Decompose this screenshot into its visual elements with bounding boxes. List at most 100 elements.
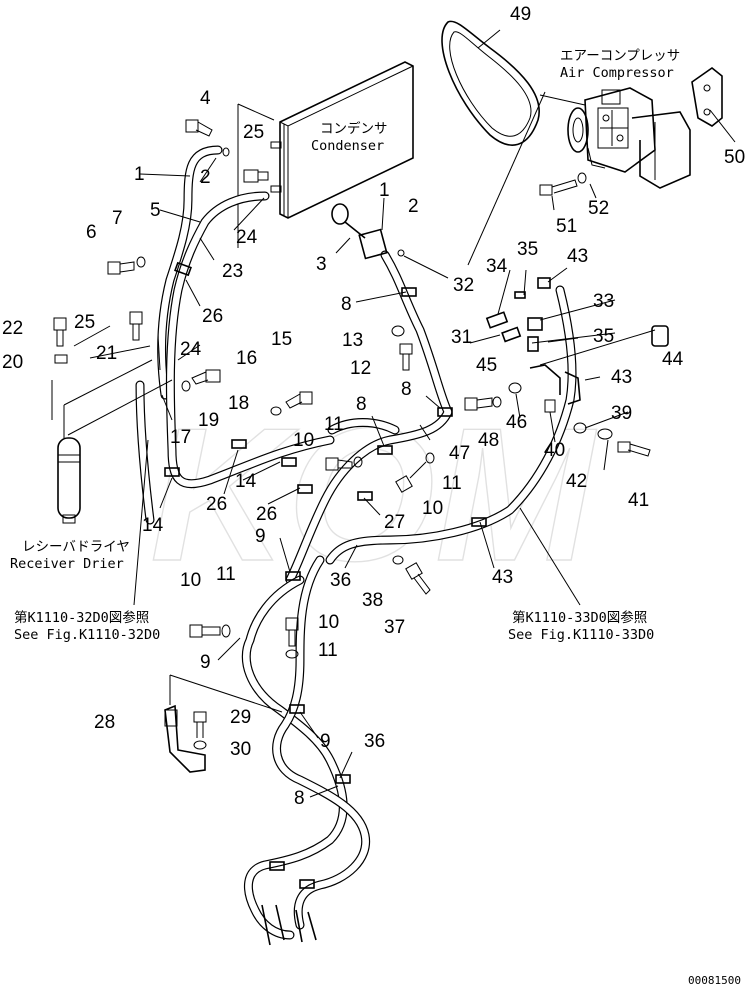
bolt-47-48 [464,396,502,411]
bolt-15-16 [270,391,313,416]
callout-10c: 10 [180,570,201,591]
callout-26c: 26 [256,504,277,525]
callout-44: 44 [662,349,684,370]
callout-48: 48 [478,430,499,451]
callout-42: 42 [566,471,587,492]
callout-7: 7 [112,208,123,229]
callout-52: 52 [588,198,609,219]
condenser-en-label: Condenser [311,138,384,154]
callout-2b: 2 [408,196,419,217]
image-code: 00081500 [688,974,741,987]
callout-14a: 14 [235,471,257,492]
callout-11b: 11 [442,473,462,494]
callout-5: 5 [150,200,161,221]
callout-13: 13 [342,330,363,351]
air-compressor [539,87,691,189]
callout-4: 4 [200,88,211,109]
callout-20: 20 [2,352,23,373]
compressor-fitting-block [331,203,405,260]
callout-12: 12 [350,358,371,379]
ref-left-en: See Fig.K1110-32D0 [14,627,160,643]
callout-11c: 11 [216,564,236,585]
mounting-bracket-50 [691,67,723,127]
callout-23: 23 [222,261,243,282]
leader-lines [73,157,629,798]
callout-1: 1 [134,164,145,185]
callout-25: 25 [243,122,264,143]
callout-29: 29 [230,707,251,728]
callout-numbers: 49 4 25 1 2 5 7 6 24 23 26 50 51 52 1 2 … [2,4,745,809]
callout-36b: 36 [364,731,385,752]
callout-33: 33 [593,291,614,312]
callout-25b: 25 [74,312,95,333]
callout-17: 17 [170,427,191,448]
callout-36a: 36 [330,570,351,591]
callout-35: 35 [517,239,538,260]
callout-24: 24 [236,227,258,248]
compressor-jp-label: エアーコンプレッサ [560,48,680,64]
callout-10b: 10 [422,498,443,519]
callout-1b: 1 [379,180,390,201]
callout-30: 30 [230,739,251,760]
callout-38: 38 [362,590,383,611]
callout-39: 39 [611,403,632,424]
bolt-41 [617,441,651,457]
callout-27: 27 [384,512,405,533]
callout-15: 15 [271,329,292,350]
callout-28: 28 [94,712,115,733]
hose-clamps [164,261,487,889]
callout-40: 40 [544,440,565,461]
callout-45: 45 [476,355,497,376]
callout-8a: 8 [341,294,352,315]
callout-50: 50 [724,147,745,168]
drive-belt [441,20,540,146]
callout-37: 37 [384,617,405,638]
callout-49: 49 [510,4,531,25]
bolt-37-38 [392,555,431,595]
bolt-22-25-left [53,311,143,347]
receiver-drier [57,437,81,524]
callout-26b: 26 [206,494,227,515]
callout-11a: 11 [324,414,344,435]
callout-34: 34 [486,256,508,277]
bolt-18-19 [181,369,221,392]
ref-right-en: See Fig.K1110-33D0 [508,627,654,643]
callout-8d: 8 [294,788,305,809]
callout-16: 16 [236,348,257,369]
ref-left-jp: 第K1110-32D0図参照 [14,609,149,626]
hose-routing [135,145,577,946]
callout-9b: 9 [200,652,211,673]
bolt-12-13 [391,325,413,371]
callout-47: 47 [449,443,470,464]
compressor-en-label: Air Compressor [560,65,674,81]
callout-24b: 24 [180,339,202,360]
callout-2: 2 [200,167,211,188]
callout-8b: 8 [401,379,412,400]
washer-52 [577,172,587,184]
callout-19: 19 [198,410,219,431]
condenser-jp-label: コンデンサ [320,120,388,137]
callout-46: 46 [506,412,527,433]
callout-51: 51 [556,216,577,237]
callout-6: 6 [86,222,97,243]
bolt-51 [539,179,578,196]
callout-9a: 9 [255,526,266,547]
receiver-en-label: Receiver Drier [10,556,124,572]
bracket-28 [164,704,207,773]
callout-8c: 8 [356,394,367,415]
bolt-4-25 [185,119,269,183]
callout-43b: 43 [611,367,632,388]
callout-14b: 14 [142,515,164,536]
callout-10a: 10 [293,430,314,451]
callout-3: 3 [316,254,327,275]
callout-41: 41 [628,490,649,511]
callout-43c: 43 [492,567,513,588]
callout-22: 22 [2,318,23,339]
callout-21: 21 [96,343,117,364]
bolt-6-7 [107,256,146,275]
fittings-right [485,277,669,440]
callout-11d: 11 [318,640,338,661]
callout-31: 31 [451,327,472,348]
callout-18: 18 [228,393,249,414]
